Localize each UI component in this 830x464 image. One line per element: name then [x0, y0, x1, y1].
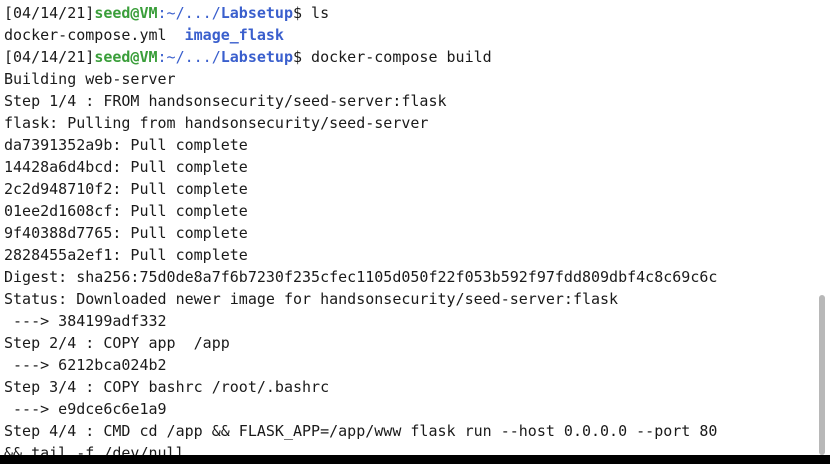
output-line: 2828455a2ef1: Pull complete	[4, 244, 830, 266]
text-segment: image_flask	[184, 26, 284, 44]
text-segment: ---> 384199adf332	[4, 312, 167, 330]
text-segment: Step 2/4 : COPY app /app	[4, 334, 230, 352]
text-segment: Step 4/4 : CMD cd /app && FLASK_APP=/app…	[4, 422, 718, 440]
output-line: Step 2/4 : COPY app /app	[4, 332, 830, 354]
text-segment: 9f40388d7765: Pull complete	[4, 224, 248, 242]
output-line: Status: Downloaded newer image for hands…	[4, 288, 830, 310]
prompt-line-ls: [04/14/21]seed@VM:~/.../Labsetup$ ls	[4, 2, 830, 24]
terminal-bottom-bar	[0, 455, 830, 464]
output-line: Step 4/4 : CMD cd /app && FLASK_APP=/app…	[4, 420, 830, 442]
text-segment: 14428a6d4bcd: Pull complete	[4, 158, 248, 176]
output-line: 2c2d948710f2: Pull complete	[4, 178, 830, 200]
text-segment: :~/.../	[157, 4, 221, 22]
text-segment: Labsetup	[220, 48, 293, 66]
vertical-scrollbar-thumb[interactable]	[819, 295, 825, 455]
text-segment: seed@VM	[94, 4, 158, 22]
text-segment: Step 3/4 : COPY bashrc /root/.bashrc	[4, 378, 330, 396]
text-segment: da7391352a9b: Pull complete	[4, 136, 248, 154]
output-line: 9f40388d7765: Pull complete	[4, 222, 830, 244]
text-segment: ---> e9dce6c6e1a9	[4, 400, 167, 418]
text-segment: Digest: sha256:75d0de8a7f6b7230f235cfec1…	[4, 268, 718, 286]
text-segment: docker-compose.yml	[4, 26, 185, 44]
output-line: da7391352a9b: Pull complete	[4, 134, 830, 156]
output-line: Step 3/4 : COPY bashrc /root/.bashrc	[4, 376, 830, 398]
output-line: ---> e9dce6c6e1a9	[4, 398, 830, 420]
output-line: ---> 384199adf332	[4, 310, 830, 332]
text-segment: seed@VM	[94, 48, 158, 66]
text-segment: Building web-server	[4, 70, 176, 88]
text-segment: [04/14/21]	[4, 48, 95, 66]
output-line: Digest: sha256:75d0de8a7f6b7230f235cfec1…	[4, 266, 830, 288]
output-line: 01ee2d1608cf: Pull complete	[4, 200, 830, 222]
text-segment: $ ls	[293, 4, 330, 22]
text-segment: 2828455a2ef1: Pull complete	[4, 246, 248, 264]
ls-output-line: docker-compose.yml image_flask	[4, 24, 830, 46]
text-segment: Status: Downloaded newer image for hands…	[4, 290, 619, 308]
text-segment: ---> 6212bca024b2	[4, 356, 167, 374]
vertical-scrollbar-track[interactable]	[816, 0, 830, 464]
output-line: Step 1/4 : FROM handsonsecurity/seed-ser…	[4, 90, 830, 112]
output-line: flask: Pulling from handsonsecurity/seed…	[4, 112, 830, 134]
text-segment: Labsetup	[220, 4, 293, 22]
text-segment: [04/14/21]	[4, 4, 95, 22]
text-segment: $ docker-compose build	[293, 48, 492, 66]
output-line: ---> 6212bca024b2	[4, 354, 830, 376]
text-segment: 01ee2d1608cf: Pull complete	[4, 202, 248, 220]
prompt-line-build: [04/14/21]seed@VM:~/.../Labsetup$ docker…	[4, 46, 830, 68]
output-line: 14428a6d4bcd: Pull complete	[4, 156, 830, 178]
output-line: Building web-server	[4, 68, 830, 90]
text-segment: 2c2d948710f2: Pull complete	[4, 180, 248, 198]
text-segment: Step 1/4 : FROM handsonsecurity/seed-ser…	[4, 92, 447, 110]
text-segment: flask: Pulling from handsonsecurity/seed…	[4, 114, 429, 132]
text-segment: :~/.../	[157, 48, 221, 66]
